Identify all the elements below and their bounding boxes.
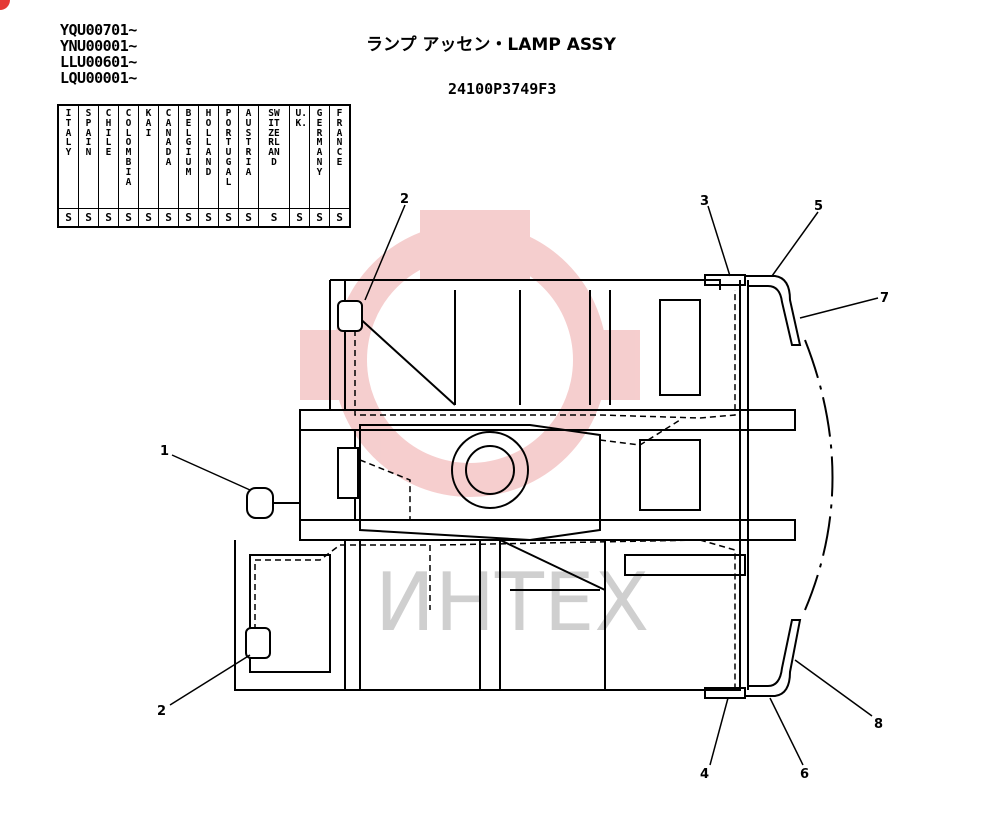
cab-lamp-lower-icon bbox=[245, 627, 271, 659]
watermark-gear-tooth bbox=[420, 210, 530, 280]
country-cell: AUSTRIA bbox=[238, 104, 259, 209]
country-name: FRANCE bbox=[336, 108, 343, 168]
leader-line-5 bbox=[771, 211, 819, 277]
rear-edge bbox=[739, 280, 749, 690]
serial-number: LQU00001~ bbox=[60, 69, 137, 87]
swing-circle-inner bbox=[465, 445, 515, 495]
center-harness bbox=[359, 419, 681, 520]
leader-line-7 bbox=[799, 297, 879, 319]
country-applicability-table: ITALY SPAIN CHILE COLOMBIA KAI CANADA BE… bbox=[57, 104, 351, 228]
upper-frame-brace bbox=[344, 304, 456, 406]
valve-block bbox=[639, 439, 701, 511]
country-code: S bbox=[78, 208, 99, 228]
serial-number: YQU00701~ bbox=[60, 21, 137, 39]
corner-logo-mark bbox=[0, 0, 10, 10]
leader-line-8 bbox=[794, 659, 873, 717]
watermark-text: ИНТЕХ bbox=[375, 556, 649, 649]
serial-number: LLU00601~ bbox=[60, 53, 137, 71]
rear-stay-lower bbox=[745, 619, 802, 697]
swing-circle bbox=[451, 431, 529, 509]
rear-bracket-upper bbox=[704, 274, 746, 286]
country-name: SWITZERLAND bbox=[268, 108, 280, 168]
callout-5: 5 bbox=[814, 199, 823, 214]
diagram-title: ランプ アッセン・LAMP ASSY bbox=[366, 35, 616, 55]
country-name: COLOMBIA bbox=[125, 108, 132, 188]
leader-line-1 bbox=[171, 454, 251, 491]
country-cell: PORTUGAL bbox=[218, 104, 239, 209]
machine-frame bbox=[234, 279, 834, 691]
country-code: S bbox=[98, 208, 119, 228]
country-code-row: S S S S S S S S S S S S S S bbox=[57, 208, 351, 228]
cab-lamp-upper-icon bbox=[337, 300, 363, 332]
leader-line-2-upper bbox=[364, 204, 406, 301]
country-name: CHILE bbox=[105, 108, 112, 159]
lower-frame-ribs bbox=[344, 540, 606, 690]
country-name: CANADA bbox=[165, 108, 172, 168]
country-cell: CANADA bbox=[158, 104, 179, 209]
leader-line-4 bbox=[709, 697, 729, 766]
country-name: KAI bbox=[145, 108, 152, 139]
engine-block bbox=[659, 299, 701, 396]
center-body bbox=[359, 424, 601, 542]
lower-frame-brace bbox=[499, 539, 606, 591]
country-cell: FRANCE bbox=[329, 104, 351, 209]
callout-2-upper: 2 bbox=[400, 192, 409, 207]
callout-4: 4 bbox=[700, 767, 709, 782]
lower-rail bbox=[299, 519, 796, 541]
country-cell: GERMANY bbox=[309, 104, 330, 209]
country-name: GERMANY bbox=[316, 108, 323, 178]
country-name: SPAIN bbox=[85, 108, 92, 159]
callout-1: 1 bbox=[160, 444, 169, 459]
callout-6: 6 bbox=[800, 767, 809, 782]
country-name-row: ITALY SPAIN CHILE COLOMBIA KAI CANADA BE… bbox=[57, 104, 351, 209]
upper-frame-ribs bbox=[454, 290, 611, 405]
leader-line-3 bbox=[707, 205, 731, 277]
serial-number-list: YQU00701~ YNU00001~ LLU00601~ LQU00001~ bbox=[60, 22, 137, 86]
country-name: ITALY bbox=[65, 108, 72, 159]
callout-8: 8 bbox=[874, 717, 883, 732]
part-number: 24100P3749F3 bbox=[448, 80, 557, 98]
callout-2-lower: 2 bbox=[157, 704, 166, 719]
serial-number: YNU00001~ bbox=[60, 37, 137, 55]
country-cell: SWITZERLAND bbox=[258, 104, 290, 209]
boom-work-lamp-icon bbox=[246, 487, 274, 519]
leader-line-2-lower bbox=[169, 654, 251, 706]
callout-3: 3 bbox=[700, 194, 709, 209]
lower-rear-block bbox=[624, 554, 746, 576]
rear-stay-upper bbox=[745, 275, 802, 346]
country-cell: KAI bbox=[138, 104, 159, 209]
lower-harness bbox=[254, 539, 736, 690]
lamps bbox=[245, 300, 363, 659]
leader-lines bbox=[169, 204, 879, 766]
wiring-harness bbox=[254, 290, 736, 690]
country-name: PORTUGAL bbox=[225, 108, 232, 188]
counterweight-outline bbox=[804, 339, 834, 611]
country-name: U.K. bbox=[295, 108, 307, 129]
callout-7: 7 bbox=[880, 291, 889, 306]
upper-rail bbox=[299, 409, 796, 431]
rear-bracket-lower bbox=[704, 687, 746, 699]
rear-lamp-fixtures bbox=[704, 274, 802, 699]
upper-harness bbox=[354, 290, 736, 419]
country-name: AUSTRIA bbox=[245, 108, 252, 178]
country-code: S bbox=[329, 208, 351, 228]
country-name: BELGIUM bbox=[185, 108, 192, 178]
lamp-bracket-icon bbox=[337, 447, 359, 499]
country-code: S bbox=[309, 208, 330, 228]
leader-line-6 bbox=[769, 697, 804, 766]
country-name: HOLLAND bbox=[205, 108, 212, 178]
